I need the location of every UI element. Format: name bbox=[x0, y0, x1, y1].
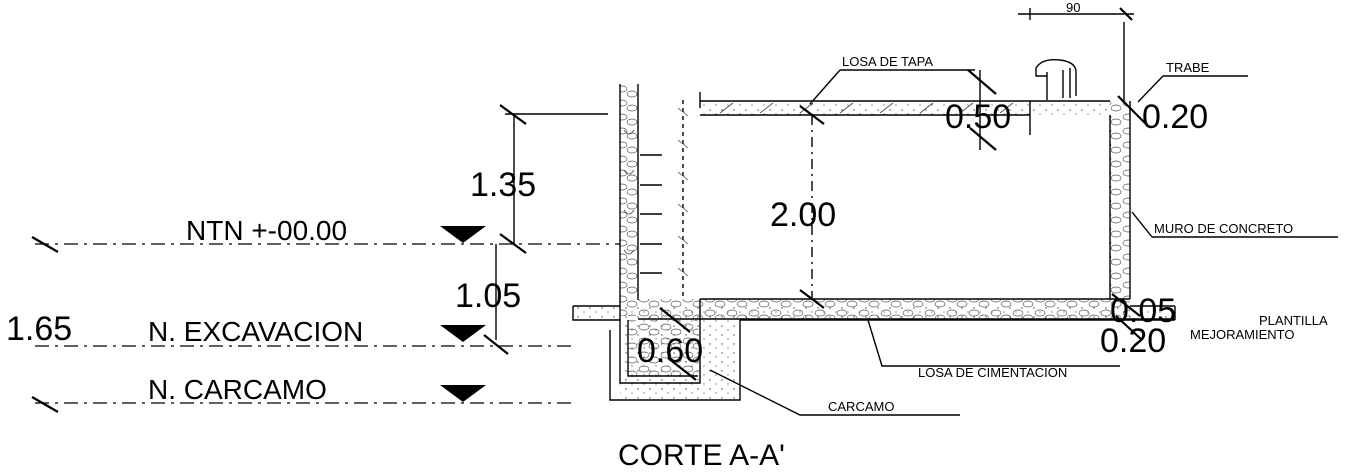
level-lines bbox=[31, 236, 620, 413]
vent-pipe-icon bbox=[1029, 58, 1077, 135]
dim-0-50-lines bbox=[967, 69, 997, 151]
ladder-rungs bbox=[640, 154, 662, 274]
label-plantilla: PLANTILLA bbox=[1259, 313, 1328, 328]
ntn-level-triangle bbox=[440, 226, 486, 243]
carcamo-level-label: N. CARCAMO bbox=[148, 374, 327, 405]
excavation-level-label: N. EXCAVACION bbox=[148, 316, 363, 347]
dimension-lines-left bbox=[483, 104, 608, 355]
label-losa-cimentacion: LOSA DE CIMENTACION bbox=[918, 365, 1067, 380]
dim-2-00-line bbox=[799, 105, 825, 309]
ladder-dimension-chain bbox=[677, 100, 689, 298]
dim-1-05: 1.05 bbox=[455, 277, 521, 315]
callout-losa-tapa bbox=[809, 69, 975, 105]
label-mejoramiento: MEJORAMIENTO bbox=[1190, 327, 1295, 342]
excavation-level-triangle bbox=[440, 325, 486, 342]
carcamo-level-triangle bbox=[440, 385, 486, 402]
dim-0-20-top: 0.20 bbox=[1142, 98, 1208, 136]
dim-1-65: 1.65 bbox=[6, 310, 72, 348]
level-markers bbox=[440, 226, 486, 402]
dim-0-60-lines bbox=[659, 307, 697, 381]
dim-90-lines bbox=[1018, 7, 1134, 21]
ntn-level-label: NTN +-00.00 bbox=[186, 215, 347, 246]
foundation-slab bbox=[572, 298, 1176, 321]
dim-0-20-bottom: 0.20 bbox=[1100, 322, 1166, 360]
callout-losa-cimentacion bbox=[867, 319, 1120, 367]
dim-bottom-right-lines bbox=[1111, 293, 1143, 341]
dim-1-35: 1.35 bbox=[470, 166, 536, 204]
right-wall bbox=[1109, 22, 1131, 299]
dim-0-05: 0.05 bbox=[1110, 292, 1176, 330]
label-muro: MURO DE CONCRETO bbox=[1154, 221, 1293, 236]
dim-2-00: 2.00 bbox=[770, 196, 836, 234]
label-losa-tapa: LOSA DE TAPA bbox=[842, 54, 933, 69]
label-trabe: TRABE bbox=[1166, 60, 1210, 75]
dim-90: 90 bbox=[1066, 0, 1080, 15]
dim-0-20-top-lines bbox=[1117, 95, 1147, 125]
left-wall bbox=[619, 84, 639, 316]
callout-trabe bbox=[1137, 75, 1248, 103]
drawing-title: CORTE A-A' bbox=[618, 439, 785, 472]
callout-muro bbox=[1131, 211, 1338, 238]
top-slab bbox=[699, 92, 1110, 116]
dim-0-50: 0.50 bbox=[945, 98, 1011, 136]
callout-carcamo bbox=[709, 369, 960, 416]
dim-0-60: 0.60 bbox=[637, 332, 703, 370]
label-carcamo: CARCAMO bbox=[828, 399, 894, 414]
